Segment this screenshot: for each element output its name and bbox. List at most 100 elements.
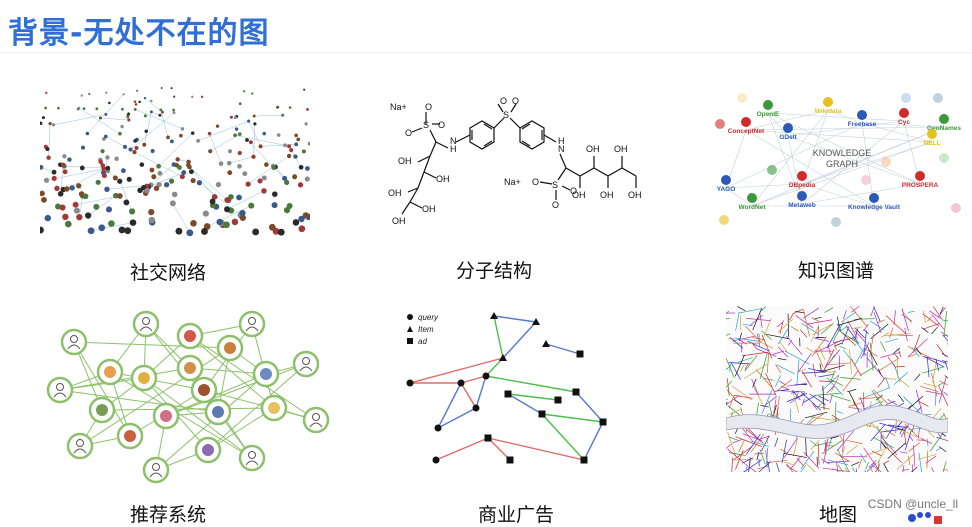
person-node	[238, 151, 242, 155]
person-node	[233, 133, 237, 137]
person-node	[251, 92, 253, 94]
person-node	[73, 202, 79, 208]
oh-label: OH	[628, 190, 642, 200]
person-node	[305, 177, 310, 182]
person-node	[95, 107, 98, 110]
kg-node-label: OpenIE	[757, 111, 780, 118]
person-node	[227, 170, 232, 175]
person-node	[64, 186, 69, 191]
person-node	[172, 192, 178, 198]
person-node	[243, 90, 245, 92]
person-node	[62, 214, 68, 220]
person-node	[293, 154, 297, 158]
person-node	[150, 110, 153, 113]
person-node	[42, 116, 45, 119]
person-node	[251, 155, 255, 159]
query-node	[458, 380, 465, 387]
person-node	[191, 178, 196, 183]
legend-query: query	[418, 313, 439, 322]
person-node	[208, 132, 212, 136]
person-node	[99, 116, 102, 119]
oh-label: OH	[422, 204, 436, 214]
person-node	[104, 135, 108, 139]
kg-node-label: PROSPERA	[902, 182, 939, 189]
ad-node	[505, 391, 512, 398]
ads-edge	[546, 344, 580, 354]
food-icon	[202, 444, 214, 456]
person-node	[253, 115, 256, 118]
person-node	[124, 227, 131, 234]
person-node	[293, 219, 300, 226]
kg-node	[797, 171, 807, 181]
person-node	[281, 114, 284, 117]
person-node	[81, 146, 85, 150]
legend-item: Item	[418, 325, 434, 334]
person-node	[151, 149, 155, 153]
kg-node	[939, 114, 949, 124]
person-node	[292, 174, 297, 179]
person-node	[239, 102, 242, 105]
person-node	[264, 162, 269, 167]
person-node	[287, 154, 291, 158]
person-node	[76, 214, 82, 220]
ads-edge	[584, 422, 603, 460]
person-node	[196, 139, 200, 143]
person-node	[132, 150, 136, 154]
person-node	[98, 160, 103, 165]
o-label: O	[438, 120, 445, 130]
kg-node-label: Cyc	[898, 119, 910, 126]
person-node	[40, 122, 42, 125]
person-node	[69, 185, 74, 190]
ads-edge	[494, 316, 503, 358]
person-node	[104, 187, 109, 192]
o-label: O	[552, 200, 559, 210]
person-node	[272, 191, 278, 197]
person-node	[123, 93, 125, 95]
kg-node-label: ConceptNet	[728, 128, 765, 135]
ads-edge	[542, 414, 603, 422]
person-node	[63, 169, 68, 174]
person-node	[156, 164, 161, 169]
o-minus-label: O	[405, 128, 412, 138]
oh-label: OH	[586, 144, 600, 154]
caption-molecule: 分子结构	[456, 256, 532, 283]
person-node	[134, 108, 137, 111]
person-node	[46, 155, 50, 159]
person-node	[171, 87, 173, 89]
ad-node	[573, 389, 580, 396]
person-node	[245, 138, 249, 142]
caption-ads: 商业广告	[478, 500, 554, 527]
person-node	[127, 118, 130, 121]
person-node	[130, 219, 137, 226]
person-node	[80, 166, 85, 171]
person-node	[294, 134, 298, 138]
kg-decor-node	[831, 217, 841, 227]
ads-edge	[436, 438, 488, 460]
person-node	[216, 219, 223, 226]
person-node	[287, 144, 291, 148]
person-node	[121, 108, 124, 111]
kg-node-label: Knowledge Vault	[848, 204, 901, 211]
person-node	[164, 182, 169, 187]
person-node	[41, 197, 47, 203]
ads-edge	[576, 392, 603, 422]
person-node	[278, 229, 285, 236]
kg-decor-node	[881, 157, 891, 167]
s-label: S	[552, 180, 558, 190]
kg-decor-node	[767, 165, 777, 175]
social-network-image	[40, 86, 310, 238]
person-node	[298, 182, 303, 187]
person-node	[54, 186, 59, 191]
kg-decor-node	[901, 93, 911, 103]
person-node	[144, 97, 146, 99]
person-node	[123, 145, 127, 149]
caption-map: 地图	[819, 500, 857, 527]
person-node	[308, 142, 310, 146]
person-node	[148, 209, 154, 215]
person-node	[129, 147, 133, 151]
person-node	[216, 182, 221, 187]
person-node	[138, 101, 141, 104]
person-node	[52, 176, 57, 181]
person-node	[134, 146, 138, 150]
